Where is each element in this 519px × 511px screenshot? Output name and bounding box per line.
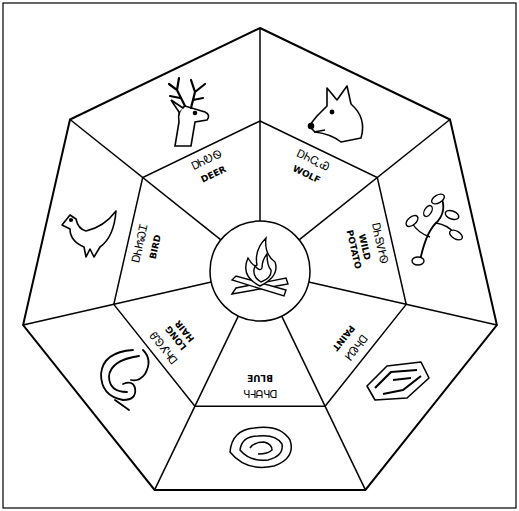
leaf (430, 192, 446, 206)
leaf (422, 204, 434, 218)
stem (420, 199, 443, 261)
long-hair-icon (101, 350, 149, 410)
tuber (412, 257, 424, 265)
leaf (404, 213, 420, 228)
wild-potato-icon (404, 192, 464, 265)
paint-stone (367, 362, 429, 400)
hair-curl (131, 350, 149, 380)
clan-segment: ᎠᏂᏌᎰᏂ BLUE (243, 372, 277, 400)
wolf-nose (309, 124, 314, 129)
wolf-icon (309, 86, 363, 142)
deer-ear (171, 100, 183, 112)
cherokee-name: ᎠᏂᏌᎰᏂ (243, 386, 277, 400)
hair-curl (109, 356, 139, 392)
blue-icon (230, 427, 291, 467)
deer-icon (169, 78, 209, 146)
shell (230, 427, 291, 467)
center-circle (210, 221, 310, 321)
shell-ring (240, 436, 282, 461)
bird-eye (70, 219, 73, 222)
outer-heptagon (23, 28, 497, 490)
paint-icon (367, 362, 429, 400)
branch (412, 223, 454, 237)
divider (259, 28, 261, 221)
leaf (444, 209, 460, 221)
campfire-icon (232, 238, 288, 296)
wolf-head (309, 86, 363, 142)
wolf-mouth (314, 130, 325, 132)
frame (3, 3, 516, 508)
bird-body (62, 211, 116, 257)
flame-inner (254, 254, 271, 282)
divider-lines (23, 28, 497, 490)
divider (70, 120, 221, 240)
deer-eye (194, 112, 197, 115)
bird-icon (62, 211, 116, 257)
shell-ring (250, 442, 272, 454)
deer-head (175, 106, 209, 146)
flame (246, 238, 276, 286)
wolf-eye (330, 110, 333, 113)
divider (309, 282, 497, 325)
divider (299, 120, 450, 240)
deer-antlers (169, 78, 205, 108)
paint-marks (375, 370, 421, 394)
hair-tie (115, 400, 129, 410)
leaf (448, 228, 464, 242)
clan-name: BLUE (247, 372, 273, 383)
